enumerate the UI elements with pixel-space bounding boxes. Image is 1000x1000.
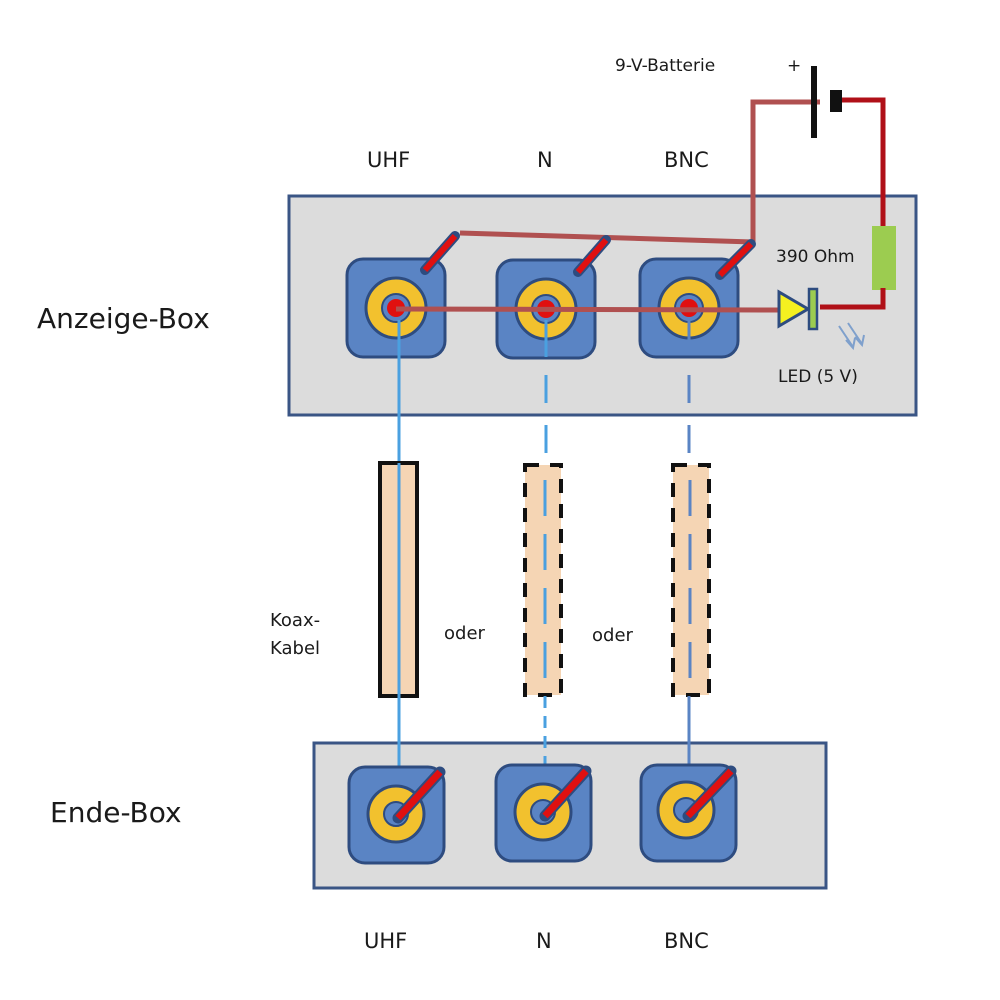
battery-plus-label: +	[787, 56, 802, 76]
connector-top-bnc-label: BNC	[664, 148, 709, 172]
socket-top-uhf	[345, 257, 447, 359]
coax-cable-label-line2: Kabel	[270, 638, 321, 659]
switch-lever-n-fill	[575, 238, 609, 274]
or-label-2: oder	[592, 625, 633, 646]
center-bus-wire	[395, 306, 781, 313]
led-label: LED (5 V)	[778, 367, 858, 387]
connector-bottom-bnc-label: BNC	[664, 929, 709, 953]
or-label-1: oder	[444, 623, 485, 644]
short-lever-uhf-fill	[395, 769, 443, 821]
connector-top-n-label: N	[537, 148, 553, 172]
switch-lever-bnc-fill	[717, 241, 754, 278]
end-box-label: Ende-Box	[50, 796, 182, 829]
short-lever-n-fill	[542, 768, 589, 819]
led-icon	[777, 287, 819, 331]
connector-bottom-uhf-label: UHF	[364, 929, 408, 953]
connector-top-uhf-label: UHF	[367, 148, 411, 172]
coax-cable-dashed-n	[523, 463, 563, 697]
battery-label: 9-V-Batterie	[615, 56, 716, 76]
battery-wire-positive	[750, 99, 820, 242]
switch-lever-uhf-fill	[422, 234, 458, 272]
led-to-resistor-wire	[820, 288, 886, 310]
resistor-icon	[872, 226, 896, 290]
coax-cable-label-line1: Koax-	[270, 610, 321, 631]
battery-icon	[811, 66, 842, 138]
light-emission-icon	[838, 322, 865, 351]
short-lever-bnc-fill	[685, 768, 734, 819]
battery-wire-negative	[840, 97, 886, 226]
display-box-label: Anzeige-Box	[37, 302, 210, 335]
connector-bottom-n-label: N	[536, 929, 552, 953]
resistor-label: 390 Ohm	[776, 247, 855, 267]
